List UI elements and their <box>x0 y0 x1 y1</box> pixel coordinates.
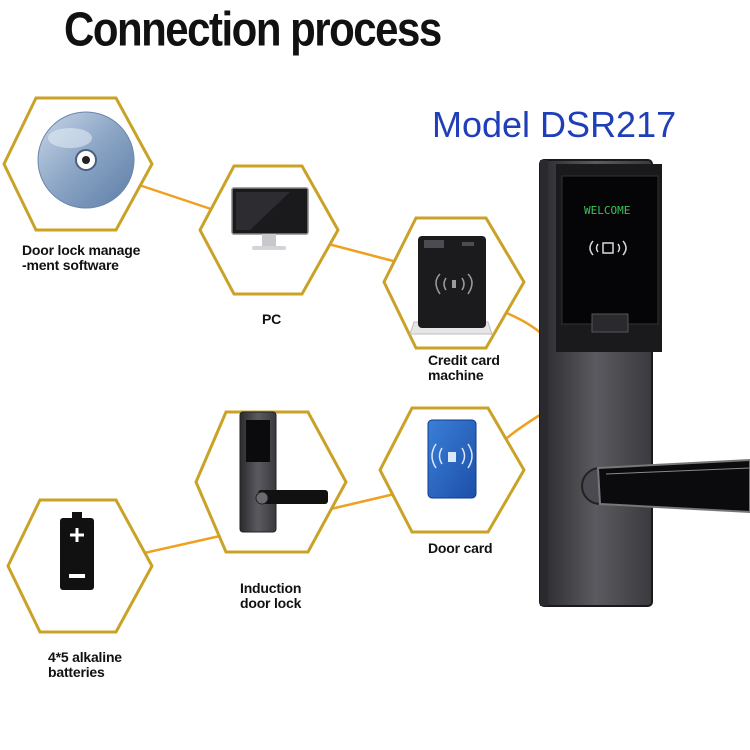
label-batteries-line2: batteries <box>48 664 105 680</box>
label-card-machine: Credit card machine <box>428 353 500 383</box>
rfid-card-icon <box>427 419 477 499</box>
label-lock: Induction door lock <box>240 581 301 611</box>
label-software-line1: Door lock manage <box>22 242 141 258</box>
door-lock-icon <box>239 411 328 533</box>
model-name: Model DSR217 <box>432 104 677 145</box>
label-batteries-line1: 4*5 alkaline <box>48 649 122 665</box>
label-lock-line2: door lock <box>240 595 302 611</box>
rfid-symbol-icon <box>589 240 627 256</box>
door-handle <box>581 458 750 514</box>
cd-disc-icon <box>37 111 135 209</box>
page-title: Connection process <box>64 2 442 57</box>
label-card-machine-line2: machine <box>428 367 484 383</box>
label-batteries: 4*5 alkaline batteries <box>48 650 122 680</box>
product-lock-image: WELCOME <box>539 159 750 607</box>
battery-icon <box>60 512 94 590</box>
label-software: Door lock manage -ment software <box>22 243 140 273</box>
label-lock-line1: Induction <box>240 580 302 596</box>
card-reader-icon <box>409 236 493 335</box>
monitor-icon <box>231 187 309 250</box>
label-door-card: Door card <box>428 540 493 556</box>
label-software-line2: -ment software <box>22 257 119 273</box>
screen-welcome-text: WELCOME <box>584 204 630 217</box>
label-card-machine-line1: Credit card <box>428 352 500 368</box>
label-pc: PC <box>262 311 282 327</box>
